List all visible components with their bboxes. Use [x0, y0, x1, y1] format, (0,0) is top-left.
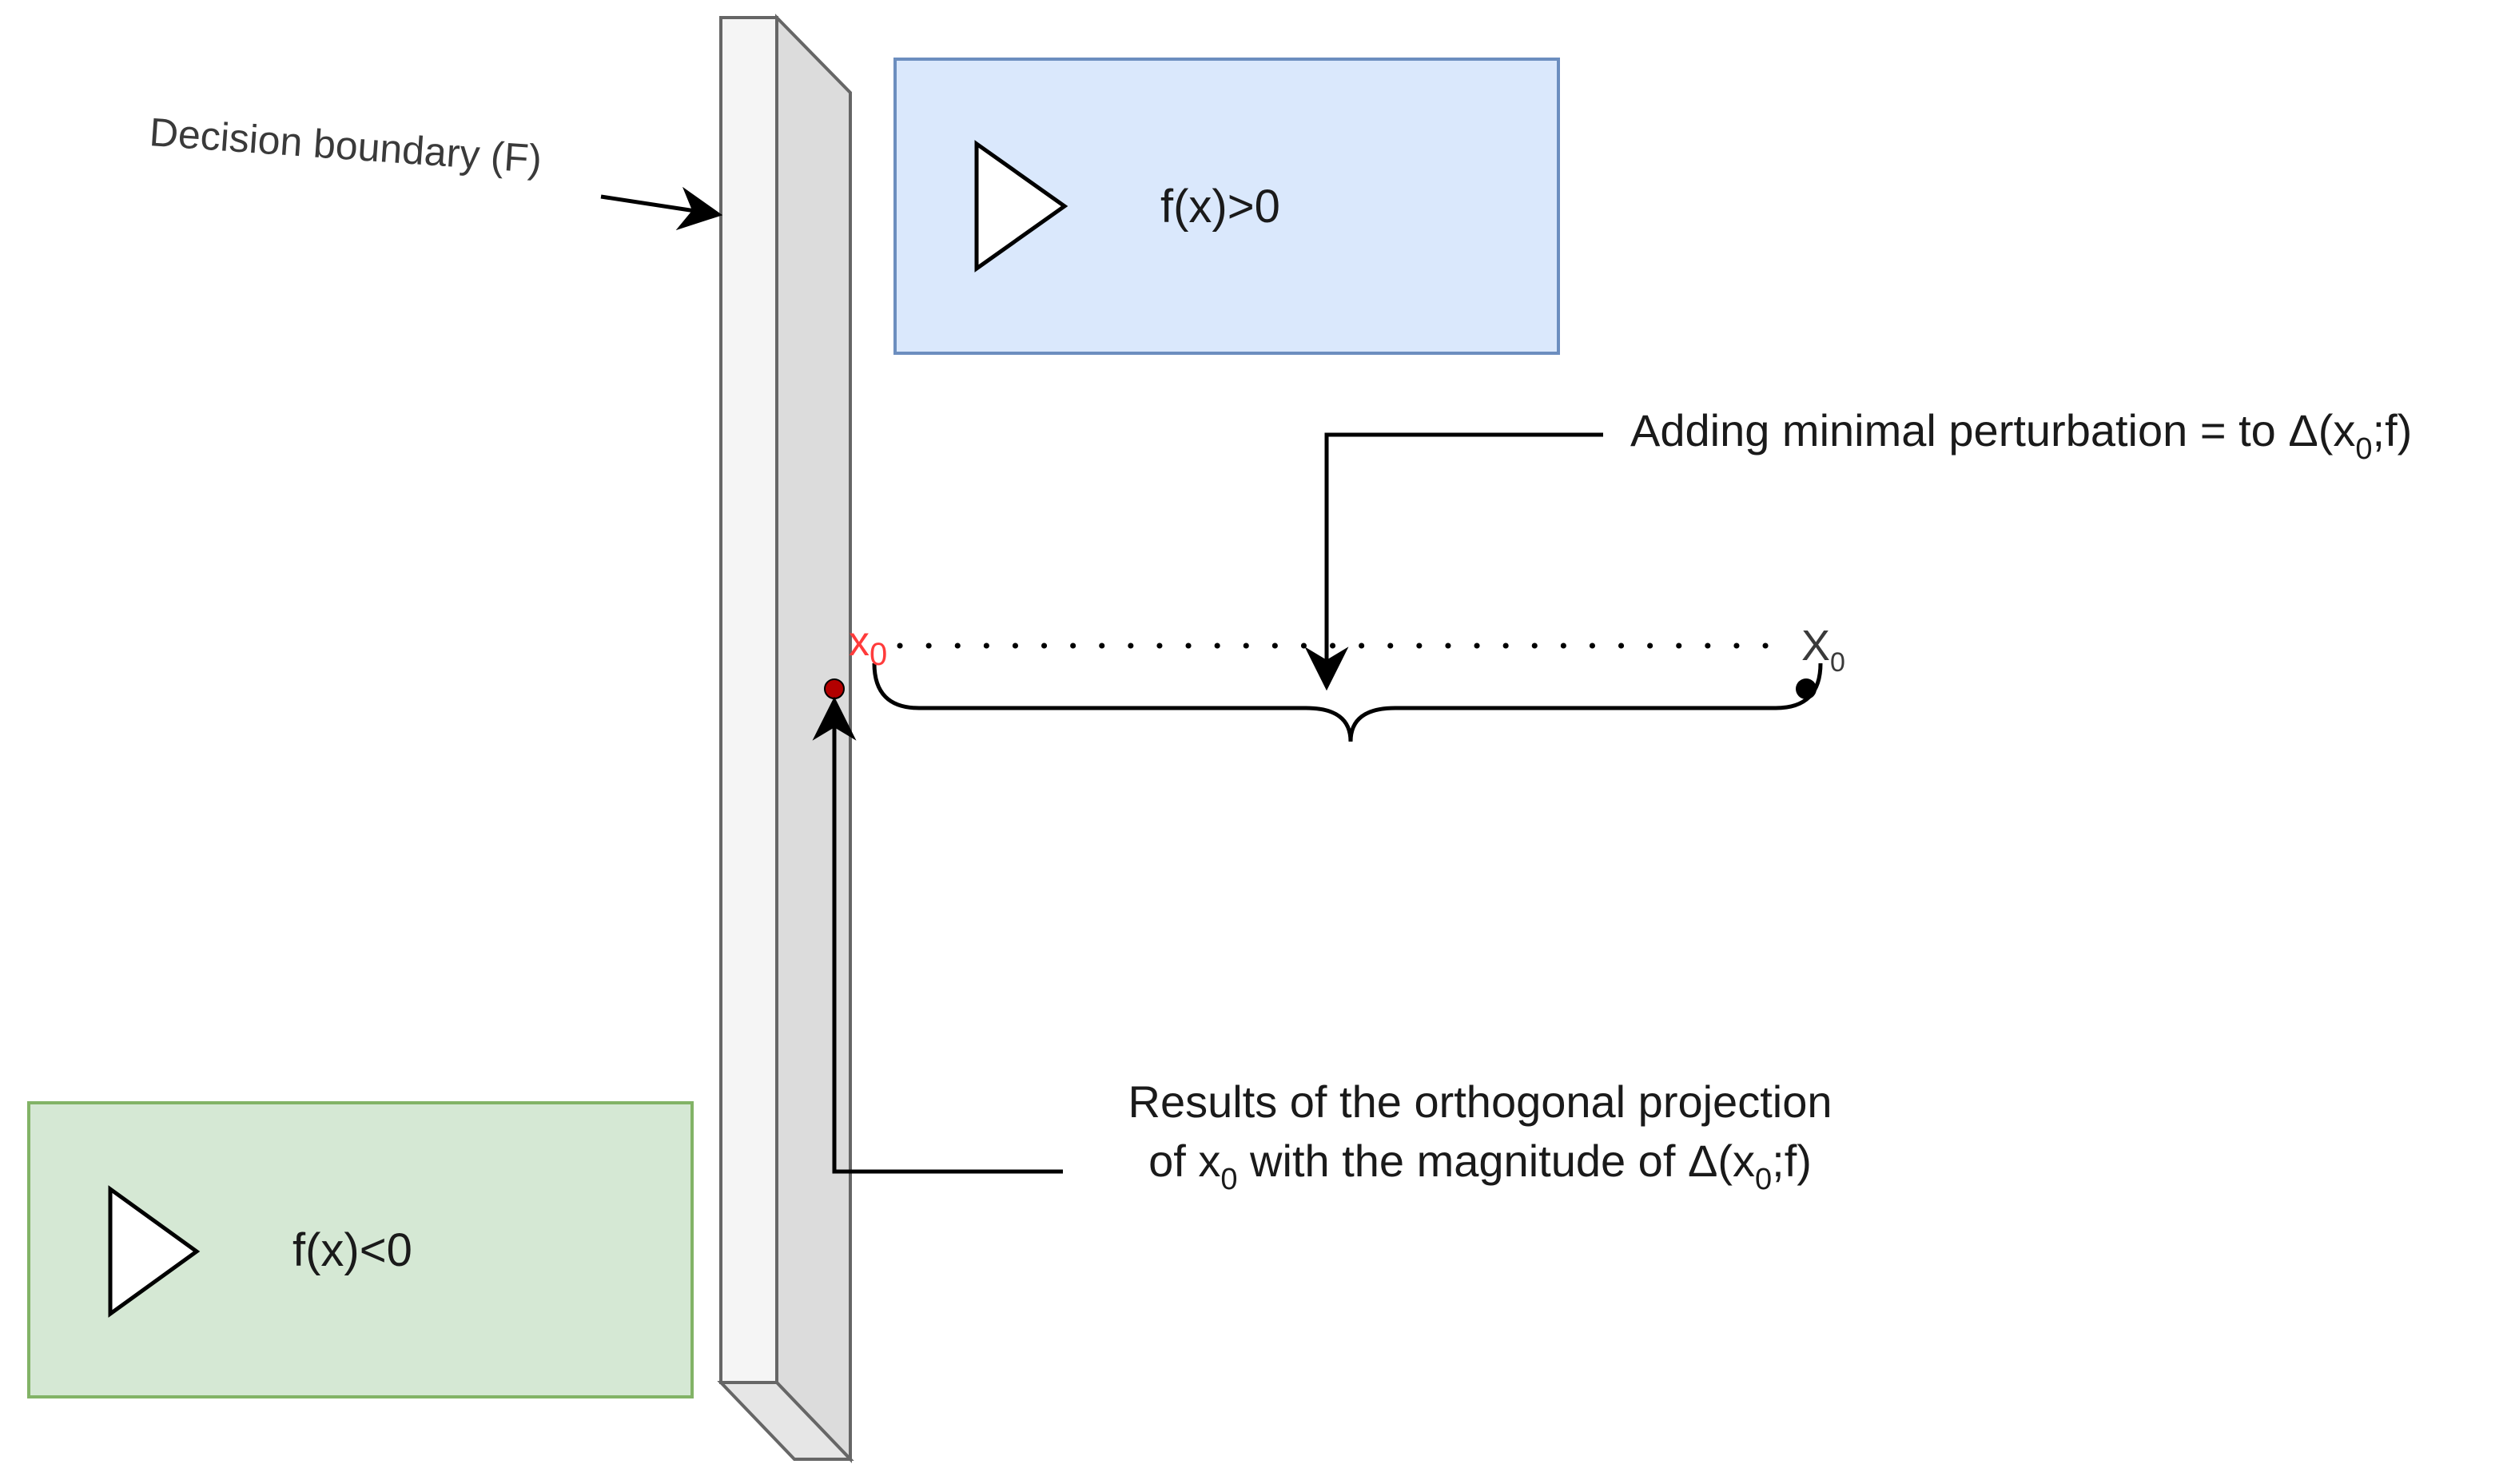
play-triangle-icon — [974, 140, 1068, 273]
projection-label-line2: of x0 with the magnitude of Δ(x0;f) — [1148, 1136, 1812, 1196]
region-positive-label: f(x)>0 — [1160, 181, 1280, 233]
projection-label-part-a: of x — [1148, 1136, 1220, 1186]
original-point-label-sub: 0 — [1830, 647, 1845, 678]
original-point — [1796, 678, 1817, 699]
boundary-label: Decision boundary (F) — [148, 109, 543, 181]
perturbation-label-end: ;f) — [2373, 405, 2413, 456]
projection-arrow — [812, 696, 1063, 1174]
projection-label-sub-2: 0 — [1755, 1163, 1772, 1196]
perturbation-arrow — [1304, 432, 1603, 691]
projection-label-line1: Results of the orthogonal projection — [1128, 1076, 1833, 1127]
projected-point-label-sub: 0 — [870, 637, 887, 672]
perturbation-label-sub: 0 — [2355, 432, 2372, 466]
projected-point-label-base: x — [849, 619, 870, 665]
original-point-label-base: X — [1801, 622, 1830, 670]
boundary-front-face — [719, 16, 778, 1384]
region-negative-label: f(x)<0 — [292, 1224, 412, 1276]
boundary-side-face — [775, 14, 852, 1463]
original-point-label: X0 — [1801, 622, 1845, 678]
projection-label-part-c: ;f) — [1772, 1136, 1812, 1186]
play-triangle-icon — [108, 1185, 201, 1318]
perturbation-label: Adding minimal perturbation = to Δ(x0;f) — [1630, 405, 2412, 466]
decision-boundary-slab — [717, 14, 854, 1463]
region-positive: f(x)>0 — [893, 58, 1560, 355]
perturbation-label-main: Adding minimal perturbation = to Δ(x — [1630, 405, 2355, 456]
projected-point-label: x0 — [849, 619, 887, 672]
projected-point — [824, 678, 845, 699]
boundary-label-arrow — [600, 186, 723, 231]
projection-label-part-b: with the magnitude of Δ(x — [1238, 1136, 1756, 1186]
perturbation-brace — [872, 662, 1823, 742]
projection-label-sub-1: 0 — [1220, 1163, 1237, 1196]
region-negative: f(x)<0 — [27, 1101, 694, 1398]
